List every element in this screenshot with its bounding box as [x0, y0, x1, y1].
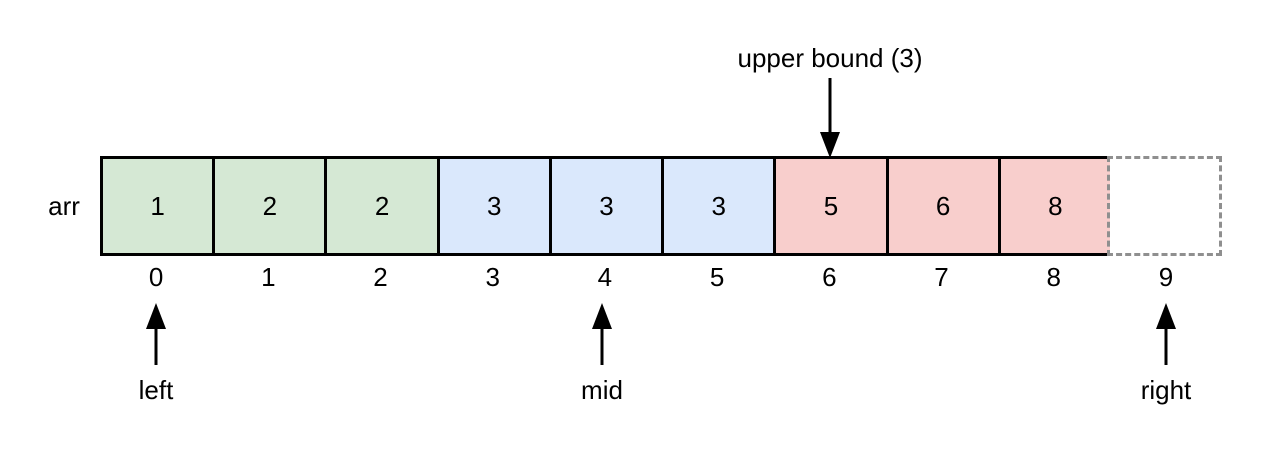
array-name-label: arr: [48, 191, 80, 221]
cell-value: 6: [935, 190, 951, 221]
index-label: 9: [1158, 262, 1174, 292]
upper-bound-annotation-label: upper bound (3): [737, 43, 923, 73]
array-cell-ghost: [1107, 156, 1222, 256]
pointer-label-mid: mid: [581, 375, 623, 405]
array-cell: 2: [324, 156, 440, 256]
index-label: 4: [597, 262, 613, 292]
array-row: 1 2 2 3 3 3 5 6 8: [100, 156, 1110, 256]
index-label: 7: [934, 262, 949, 292]
cell-value: 3: [487, 190, 502, 221]
arrow-down-icon: [820, 78, 840, 158]
cell-value: 2: [262, 190, 278, 221]
arrow-up-icon: [146, 303, 166, 365]
index-label: 8: [1046, 262, 1061, 292]
arrow-up-icon: [592, 303, 612, 365]
cell-value: 2: [374, 190, 390, 221]
array-cell: 3: [436, 156, 552, 256]
cell-value: 8: [1048, 190, 1063, 221]
cell-value: 1: [150, 190, 165, 221]
index-label: 3: [485, 262, 500, 292]
array-cell: 5: [773, 156, 889, 256]
pointer-label-right: right: [1140, 375, 1192, 405]
arrow-up-icon: [1156, 303, 1176, 365]
array-cell: 8: [997, 156, 1110, 256]
array-cell: 3: [548, 156, 665, 256]
index-label: 1: [261, 262, 276, 292]
index-label: 2: [373, 262, 388, 292]
array-cell: 6: [885, 156, 1001, 256]
index-row: 0 1 2 3 4 5 6 7 8 9: [100, 262, 1222, 292]
array-cell: 2: [212, 156, 328, 256]
array-cell: 1: [100, 156, 216, 256]
index-label: 0: [148, 262, 164, 292]
cell-value: 5: [823, 190, 839, 221]
index-label: 6: [822, 262, 837, 292]
pointer-label-left: left: [138, 375, 174, 405]
cell-value: 3: [711, 190, 726, 221]
index-label: 5: [709, 262, 725, 292]
cell-value: 3: [599, 190, 614, 221]
array-cell: 3: [661, 156, 777, 256]
